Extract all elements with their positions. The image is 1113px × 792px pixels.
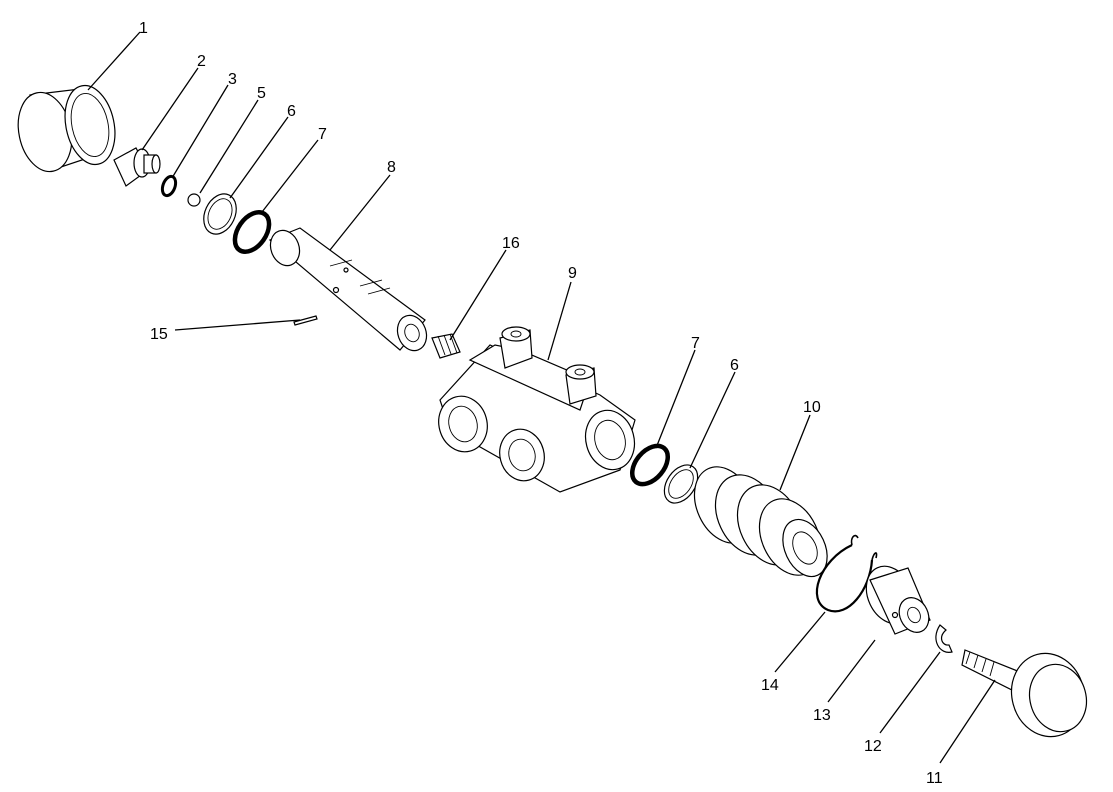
part-16-spring — [431, 333, 461, 359]
part-9-valve-body — [438, 326, 636, 493]
part-13-retainer — [865, 565, 931, 635]
callout-13: 13 — [813, 707, 831, 724]
part-11-knob — [961, 649, 1088, 738]
callout-14: 14 — [761, 677, 779, 694]
callout-6a: 6 — [287, 103, 296, 120]
callout-1: 1 — [139, 20, 148, 37]
part-3-o-ring — [160, 174, 178, 198]
callout-labels: 1 2 3 5 6 7 8 16 9 15 7 6 10 14 13 12 11 — [139, 20, 943, 787]
callout-3: 3 — [228, 71, 237, 88]
part-1-cap — [17, 84, 116, 173]
part-7-o-ring-lower — [630, 443, 670, 487]
callout-6b: 6 — [730, 357, 739, 374]
part-14-snap-ring — [815, 534, 878, 613]
callout-10: 10 — [803, 399, 821, 416]
callout-7b: 7 — [691, 335, 700, 352]
part-2-plug — [113, 147, 161, 187]
callout-16: 16 — [502, 235, 520, 252]
part-12-clip — [935, 624, 953, 653]
callout-2: 2 — [197, 53, 206, 70]
callout-11: 11 — [926, 770, 943, 787]
callout-5: 5 — [257, 85, 266, 102]
callout-12: 12 — [864, 738, 882, 755]
part-8-spool — [268, 227, 428, 352]
callout-7a: 7 — [318, 126, 327, 143]
leader-lines — [87, 31, 996, 764]
callout-15: 15 — [150, 326, 168, 343]
part-6-washer-lower — [663, 464, 699, 504]
part-5-ball — [187, 193, 201, 207]
part-15-pin — [293, 315, 318, 326]
part-10-boot — [693, 466, 828, 578]
part-7-o-ring-upper — [232, 210, 272, 254]
callout-9: 9 — [568, 265, 577, 282]
part-6-washer-upper — [203, 193, 237, 235]
callout-8: 8 — [387, 159, 396, 176]
